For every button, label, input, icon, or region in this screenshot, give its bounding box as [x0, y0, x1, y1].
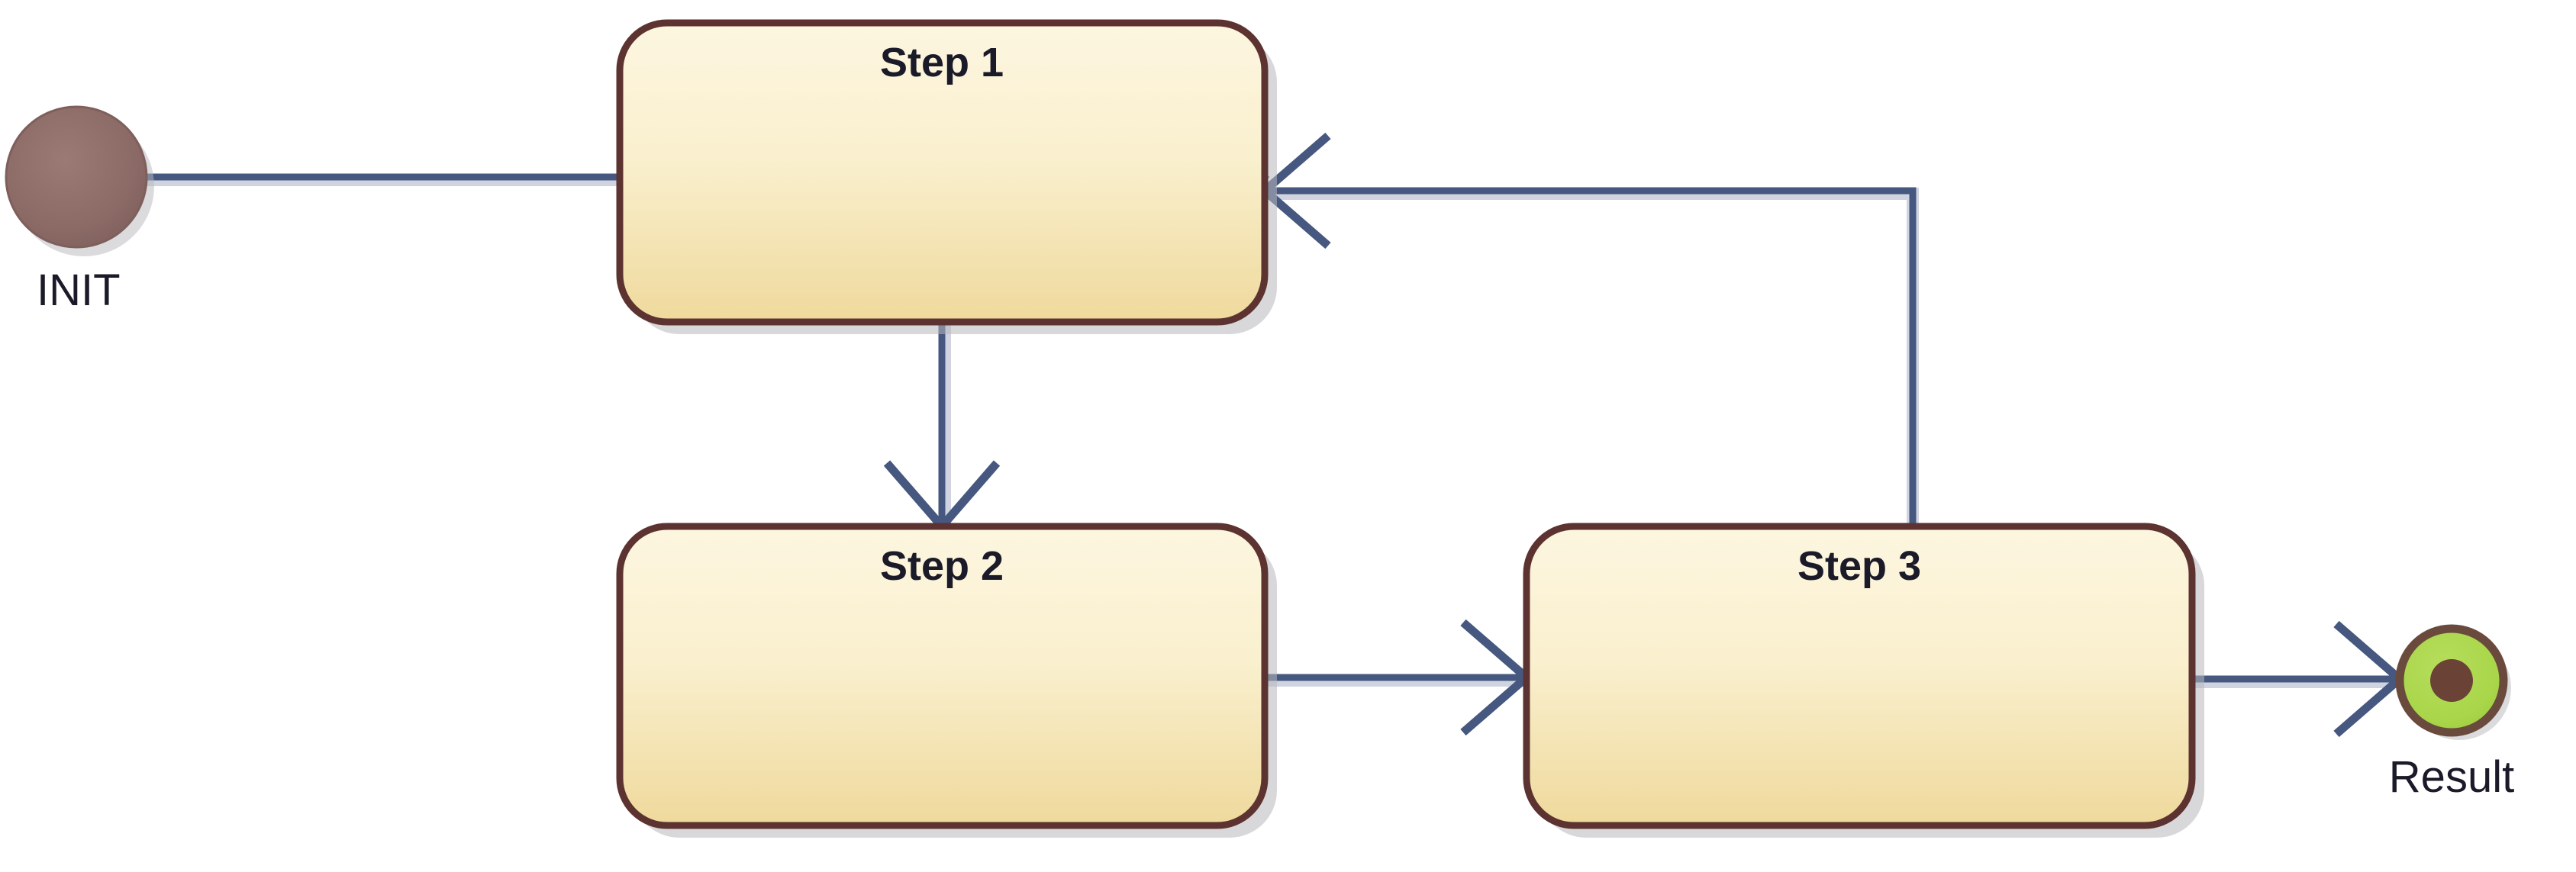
transition-step3-to-step1[interactable] — [1258, 132, 1919, 526]
step2-body — [616, 523, 1269, 829]
init-circle-icon — [5, 105, 148, 249]
transition-step2-to-step3[interactable] — [1265, 619, 1533, 736]
state-node-step2[interactable]: Step 2 — [616, 523, 1277, 838]
result-caption: Result — [2389, 752, 2514, 802]
final-state-node[interactable]: Result — [2389, 624, 2514, 802]
state-node-step1[interactable]: Step 1 — [616, 19, 1277, 334]
init-caption: INIT — [37, 265, 121, 315]
initial-state-node[interactable]: INIT — [5, 105, 154, 315]
final-state-dot-icon — [2430, 659, 2473, 702]
step1-label: Step 1 — [880, 40, 1004, 85]
step1-body — [616, 19, 1269, 326]
step3-body — [1523, 523, 2196, 829]
transition-step3-to-result[interactable] — [2192, 620, 2407, 738]
state-node-step3[interactable]: Step 3 — [1523, 523, 2204, 838]
step2-label: Step 2 — [880, 543, 1004, 589]
transition-step1-to-step2[interactable] — [883, 322, 1001, 533]
step3-label: Step 3 — [1797, 543, 1921, 589]
